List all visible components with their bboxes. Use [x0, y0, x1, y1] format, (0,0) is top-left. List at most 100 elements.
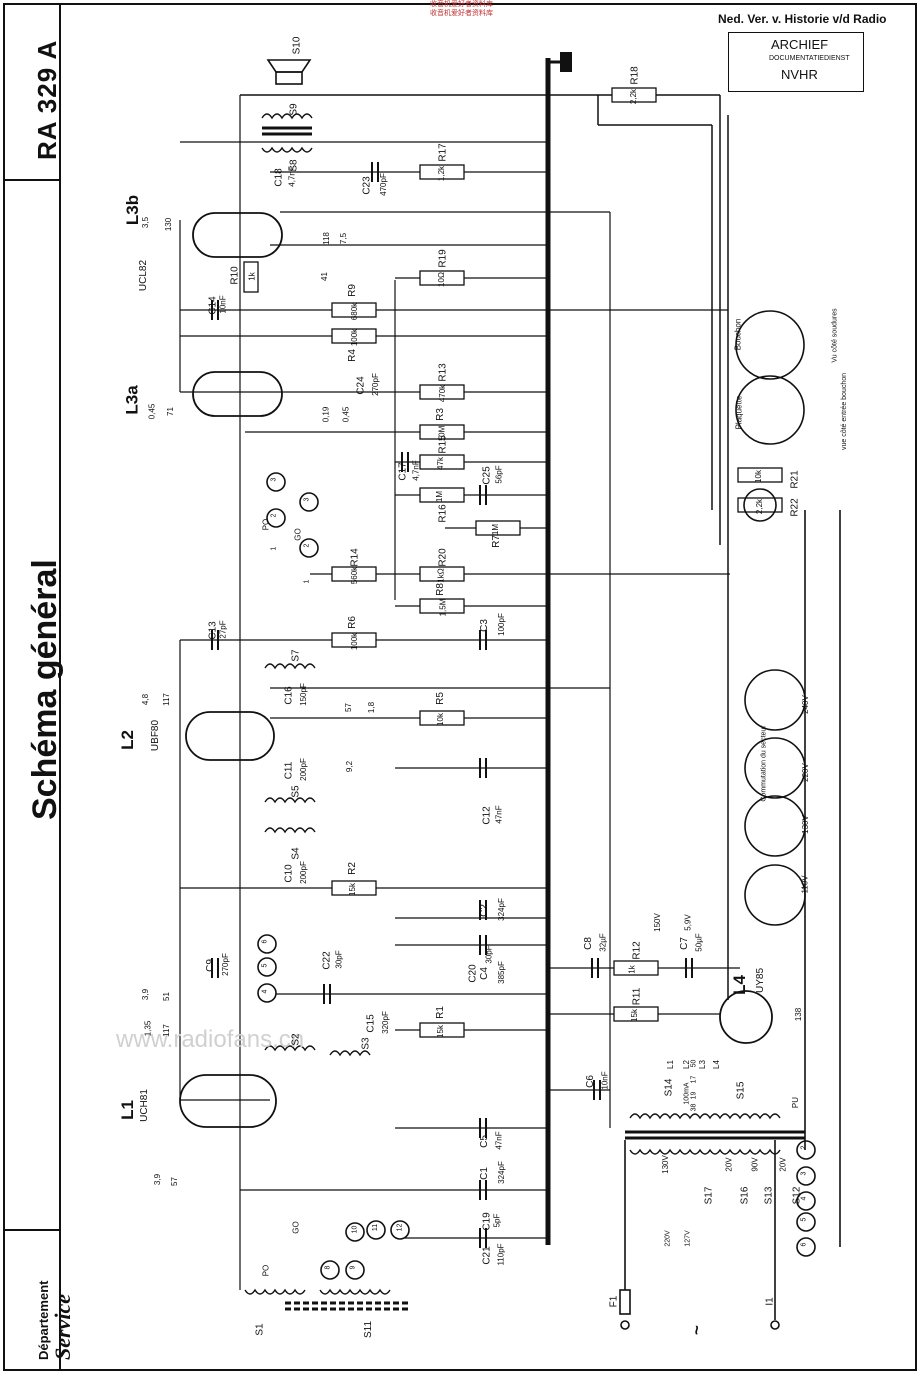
coil-label: S2	[290, 1033, 302, 1046]
coil-voltage-label: 19	[690, 1091, 698, 1100]
capacitor-value: 5pF	[492, 1213, 502, 1228]
tube-envelopes	[179, 212, 773, 1128]
capacitor-ref: C22	[321, 951, 333, 970]
capacitor-ref: C17	[397, 462, 409, 481]
winding-tap-label: 90V	[750, 1157, 760, 1172]
connector-plaquette-label: Plaquette	[734, 395, 744, 430]
voltage-reading: 0,19	[321, 406, 331, 423]
component-rows	[179, 95, 740, 1290]
capacitor-value: 270pF	[220, 953, 230, 976]
voltage-reading: 3,9	[141, 988, 151, 1001]
resistor-value: 1,2k	[437, 165, 447, 182]
resistor-value: 680k	[350, 302, 360, 321]
resistor-ref: R13	[437, 363, 449, 382]
stamp-line-2: DOCUMENTATIEDIENST	[769, 55, 850, 62]
capacitor-value: 47nF	[494, 805, 504, 824]
capacitor-ref: C7	[678, 937, 690, 950]
voltage-reading: 150V	[652, 913, 662, 932]
resistor-ref: R16	[437, 504, 449, 523]
coil-label: S17	[703, 1186, 715, 1205]
voltage-reading: 71	[165, 407, 175, 416]
resistor-ref: R22	[789, 498, 801, 517]
switch-position-number: 6	[261, 939, 269, 944]
resistor-ref: R12	[631, 941, 643, 960]
resistor-value: 15k	[347, 883, 357, 896]
capacitor-value: 150pF	[298, 683, 308, 706]
capacitor-ref: C13	[207, 621, 219, 640]
coil-label: S11	[363, 1320, 375, 1339]
mains-tap-label: 110V	[800, 875, 810, 894]
document-title: Schéma général	[26, 559, 64, 820]
voltage-reading: 0,45	[147, 403, 157, 420]
tube-L1-envelope	[179, 1074, 277, 1128]
resistor-value: 10k	[435, 713, 445, 726]
coil-tap-label: L3	[697, 1060, 707, 1069]
switch-position-number: 1	[303, 579, 311, 584]
switch-position-number: 4	[261, 989, 269, 994]
capacitor-ref: C2	[478, 904, 490, 917]
resistor-value: 10Ω	[436, 272, 446, 287]
capacitor-value: 10nF	[600, 1071, 610, 1090]
archive-stamp: ARCHIEF DOCUMENTATIEDIENST NVHR	[728, 32, 864, 92]
coil-voltage-label: 38	[690, 1103, 698, 1112]
coil-label: S3	[360, 1037, 372, 1050]
capacitor-value: 10nF	[218, 295, 228, 314]
capacitor-ref: C14	[207, 296, 219, 315]
stamp-line-3: NVHR	[781, 67, 818, 82]
connector-bouchon-note: Vu côté soudures	[831, 308, 839, 363]
resistor-value: 15k	[629, 1009, 639, 1022]
resistor-value: 100k	[350, 632, 360, 651]
tube-label: L1	[117, 1100, 137, 1120]
capacitor-value: 47nF	[494, 1131, 504, 1150]
resistor-value: 1,5M	[438, 598, 448, 617]
top-watermark-line: 收音机爱好者资料库	[430, 0, 493, 8]
resistor-ref: R4	[346, 349, 358, 362]
resistor-ref: R17	[437, 143, 449, 162]
mains-tap-label: 130V	[800, 815, 810, 834]
switch-position-number: 12	[396, 1223, 404, 1232]
resistor-value: 100k	[350, 328, 360, 347]
voltage-reading: 1,8	[367, 701, 377, 714]
document-code: RA 329 A	[32, 39, 62, 160]
top-watermark-line: 收音机爱好者资料库	[430, 9, 493, 17]
coil-label: S15	[735, 1081, 747, 1100]
tube-type-label: UCL82	[138, 259, 150, 292]
coil-symbols	[244, 113, 781, 1295]
tube-L3b-envelope	[192, 212, 283, 258]
coil-label: S7	[290, 649, 302, 662]
voltage-reading: 117	[161, 693, 171, 706]
capacitor-ref: C3	[478, 619, 490, 632]
voltage-reading: 51	[161, 992, 171, 1001]
capacitor-ref: C12	[481, 806, 493, 825]
voltage-reading: 3,5	[141, 216, 151, 229]
resistor-value: 1M	[491, 523, 501, 536]
switch-position-number: 2	[800, 1145, 808, 1150]
coil-label: S14	[663, 1078, 675, 1097]
coil-voltage-label: 50	[690, 1059, 698, 1068]
capacitor-ref: C4	[478, 967, 490, 980]
coil-voltage-label: 17	[690, 1075, 698, 1084]
capacitor-symbols	[211, 162, 693, 1248]
resistor-ref: R7	[490, 535, 502, 548]
waveband-label: GO	[293, 528, 303, 541]
capacitor-ref: C20	[467, 964, 479, 983]
voltage-reading: 1,35	[143, 1020, 153, 1037]
resistor-ref: R19	[437, 249, 449, 268]
fuse-label: F1	[608, 1295, 620, 1308]
waveband-label: PO	[261, 1264, 271, 1277]
capacitor-ref: C25	[481, 466, 493, 485]
connector-symbols	[735, 310, 806, 926]
tube-type-label: UY85	[755, 967, 767, 994]
switch-position-number: 1	[270, 546, 278, 551]
switch-position-number: 9	[349, 1265, 357, 1270]
tap-label: 220V	[664, 1230, 672, 1247]
resistor-ref: R5	[434, 692, 446, 705]
capacitor-value: 200pF	[298, 861, 308, 884]
resistor-ref: R15	[437, 435, 449, 454]
resistor-ref: R10	[229, 266, 241, 285]
resistor-value: 1k	[247, 272, 257, 281]
coil-label: S8	[288, 159, 300, 172]
resistor-ref: R3	[434, 408, 446, 421]
department-label: Département	[36, 1280, 51, 1360]
voltage-reading: 9,2	[345, 760, 355, 773]
